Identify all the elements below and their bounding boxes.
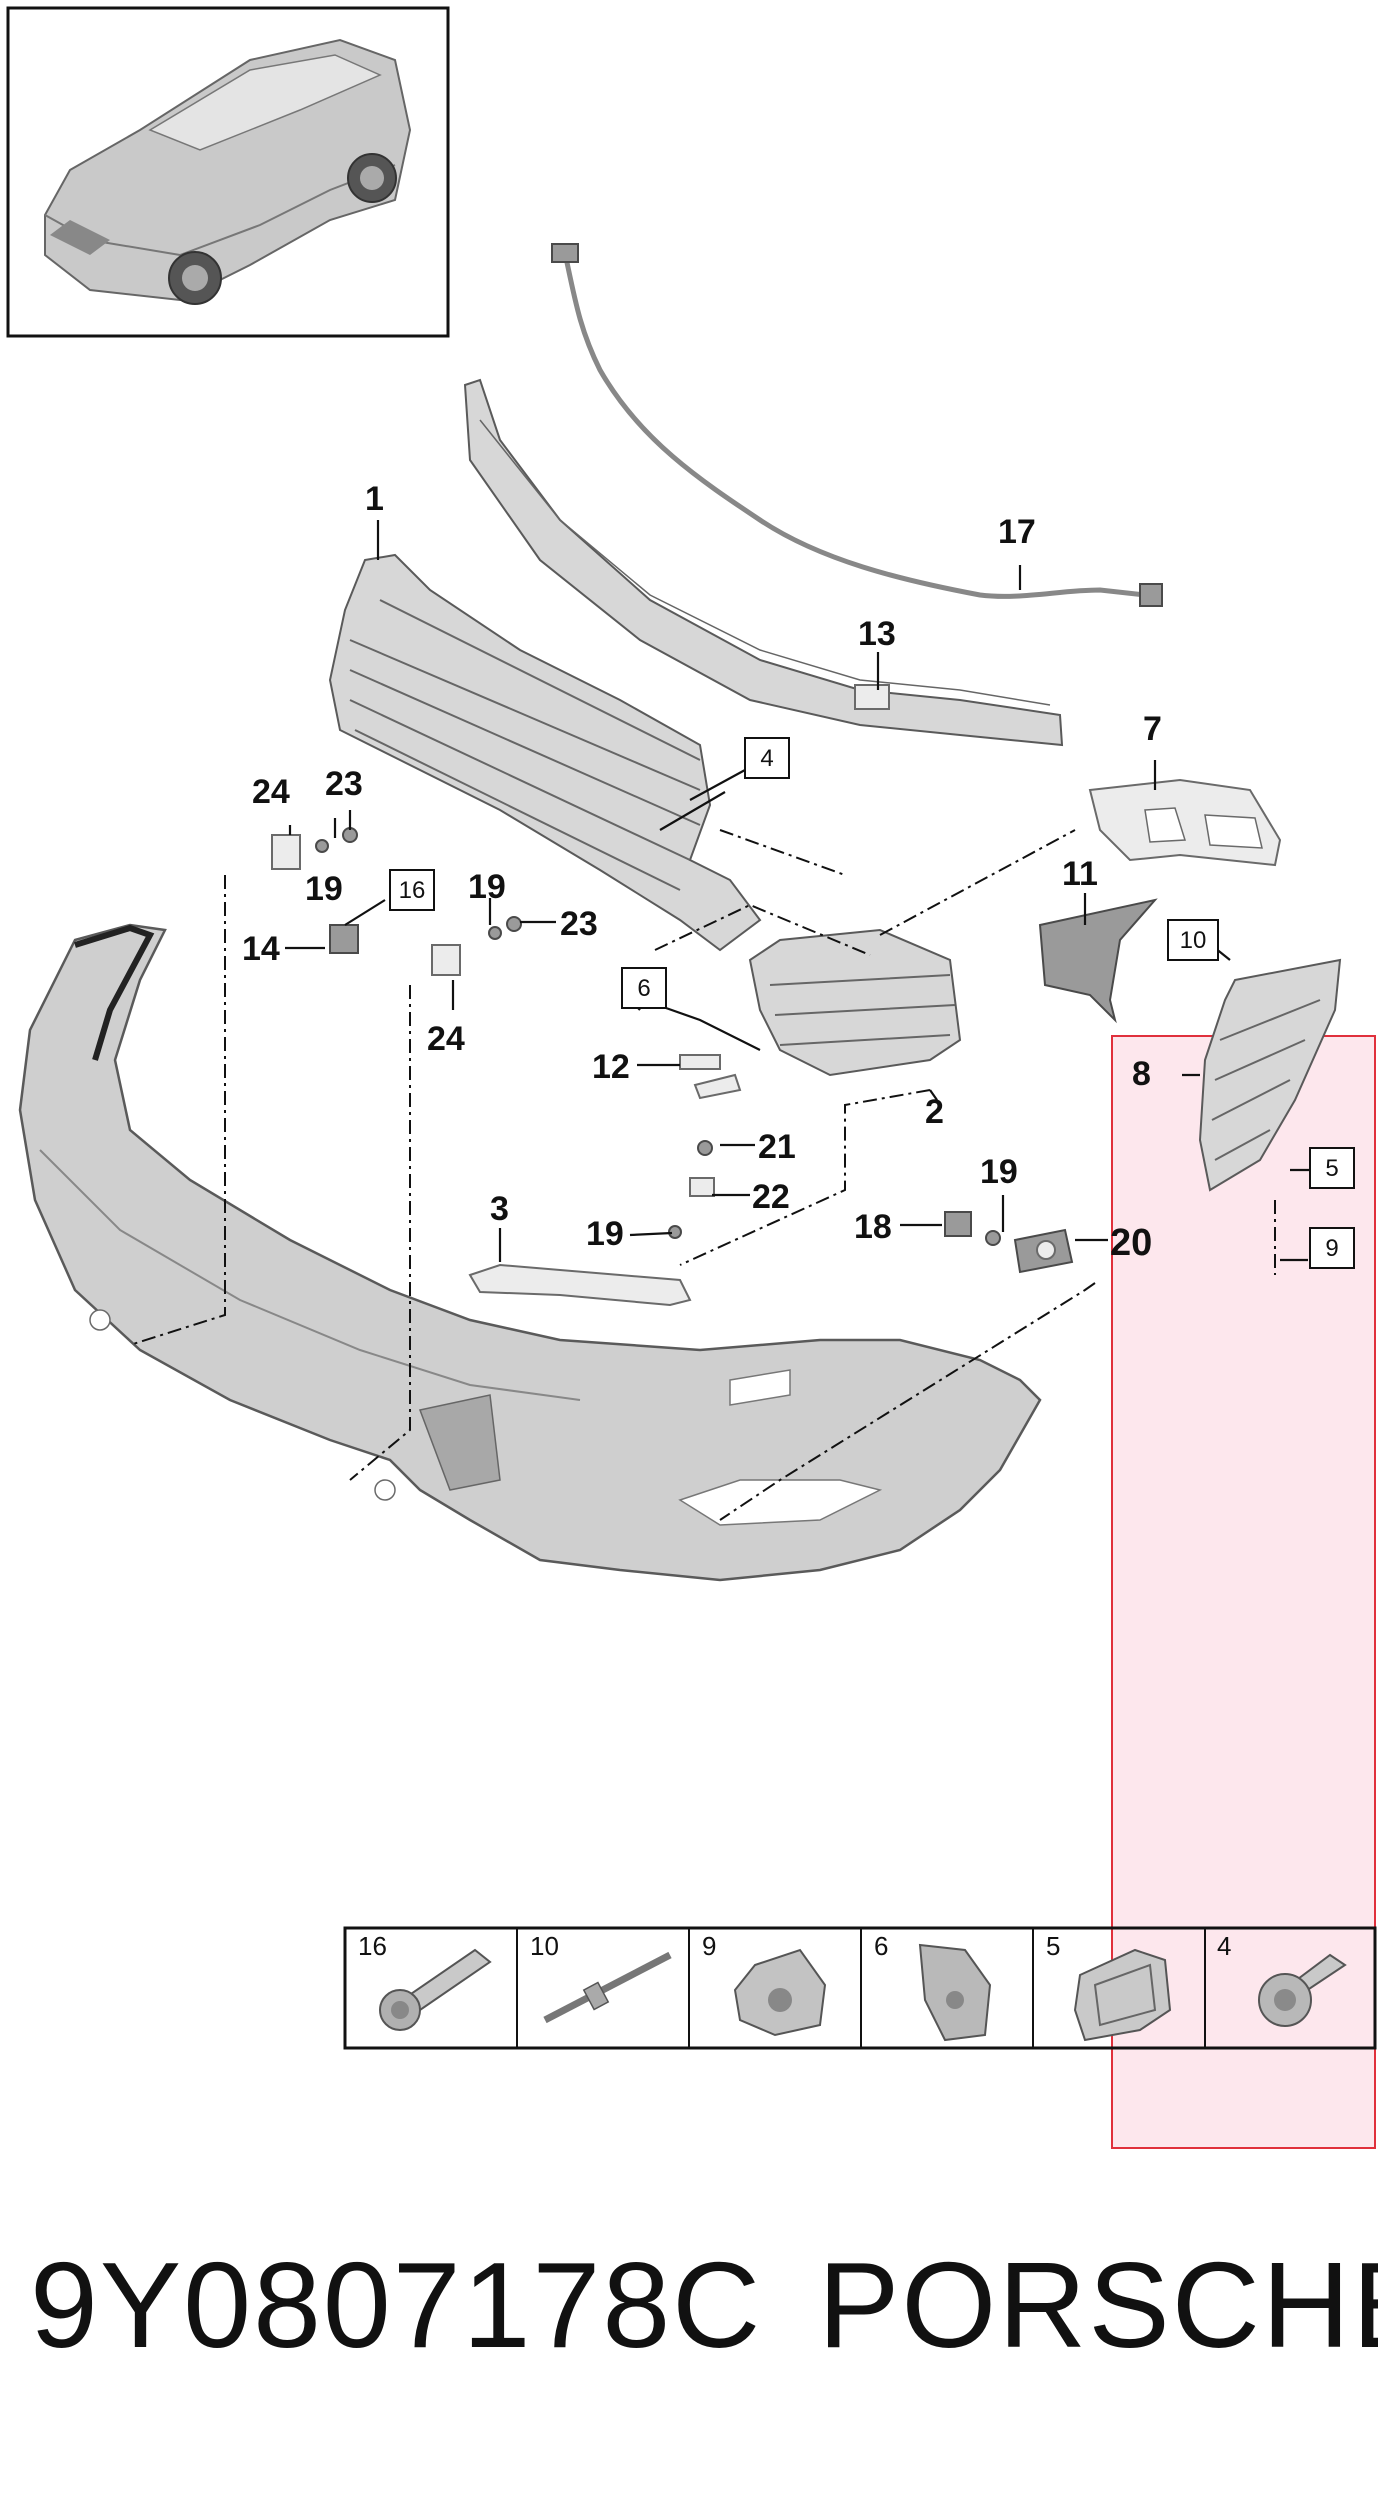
part-19-clip-c: [668, 1225, 682, 1239]
strip-cell-5: 5: [1046, 1931, 1172, 2042]
callouts: 1 2 3 7 8 11 12 13 14 17 18 19 19 19 19 …: [242, 480, 1162, 1264]
svg-text:4: 4: [1217, 1931, 1231, 1961]
bolt-icon: [379, 1948, 492, 2031]
part-13-energy-absorber: [463, 378, 1064, 747]
brand-name: PORSCHE: [818, 2237, 1378, 2373]
callout-18: 18: [854, 1208, 892, 1246]
part-21-screw: [697, 1140, 713, 1156]
part-1-grille-carrier: [328, 553, 762, 952]
callout-19d: 19: [980, 1153, 1018, 1191]
svg-text:9: 9: [1325, 1235, 1338, 1262]
part-19-clip-d: [985, 1230, 1001, 1246]
boxed-callout-9: 9: [1309, 1227, 1355, 1269]
callout-23b: 23: [560, 905, 598, 943]
strip-cell-9: 9: [702, 1931, 827, 2037]
part-8-side-grille: [1198, 958, 1342, 1192]
callout-3: 3: [490, 1190, 509, 1228]
callout-13: 13: [858, 615, 896, 653]
part-19-clip-a: [315, 839, 329, 853]
suv-icon: [44, 38, 412, 305]
part-19-clip-b: [488, 926, 502, 940]
part-18-sensor: [944, 1211, 972, 1237]
svg-text:16: 16: [358, 1931, 387, 1961]
part-22-bracket: [689, 1177, 715, 1197]
strip-cell-6: 6: [874, 1931, 992, 2042]
callout-19b: 19: [468, 868, 506, 906]
callout-12: 12: [592, 1048, 630, 1086]
part-7-fog-trim: [1088, 778, 1282, 867]
footer: 9Y0807178C PORSCHE: [0, 2230, 1378, 2380]
svg-text:10: 10: [530, 1931, 559, 1961]
callout-1: 1: [365, 480, 384, 518]
boxed-callout-4: 4: [689, 737, 790, 801]
svg-text:4: 4: [760, 745, 773, 772]
clip-nut-icon: [733, 1948, 827, 2037]
svg-text:9: 9: [702, 1931, 716, 1961]
part-number: 9Y0807178C: [30, 2237, 763, 2373]
parts-strip: 16 10 9 6: [343, 1926, 1377, 2050]
part-24-bracket-a: [271, 834, 301, 870]
svg-text:5: 5: [1325, 1155, 1338, 1182]
callout-19c: 19: [586, 1215, 624, 1253]
callout-21: 21: [758, 1128, 796, 1166]
part-2-grille-insert: [748, 928, 962, 1077]
svg-text:6: 6: [874, 1931, 888, 1961]
svg-text:10: 10: [1180, 927, 1207, 954]
boxed-callout-5: 5: [1309, 1147, 1355, 1189]
part-23-screw-a: [342, 827, 358, 843]
spring-clip-icon: [1073, 1948, 1172, 2042]
callout-11: 11: [1062, 855, 1098, 893]
part-3-trim-strip: [468, 1263, 692, 1307]
installation-lines: [129, 829, 1276, 1521]
callout-7: 7: [1143, 710, 1162, 748]
svg-text:6: 6: [637, 975, 650, 1002]
strip-cell-10: 10: [530, 1931, 672, 2024]
small-hardware: [271, 827, 1074, 1274]
boxed-callouts: 4 16 6 10 5 9: [389, 737, 1355, 1269]
bracket-plate-icon: [918, 1943, 992, 2042]
boxed-callout-6: 6: [621, 967, 761, 1051]
part-23-screw-b: [506, 916, 522, 932]
svg-text:5: 5: [1046, 1931, 1060, 1961]
part-17-wiring-harness: [551, 243, 1163, 607]
callout-22: 22: [752, 1178, 790, 1216]
flange-screw-icon: [1258, 1953, 1347, 2027]
rivet-pin-icon: [543, 1951, 672, 2024]
callout-8: 8: [1132, 1055, 1151, 1093]
callout-17: 17: [998, 513, 1036, 551]
part-11-side-trim: [1038, 898, 1158, 1024]
callout-19a: 19: [305, 870, 343, 908]
part-12-clip: [679, 1054, 721, 1070]
callout-24b: 24: [427, 1020, 465, 1058]
part-14-sensor-holder: [329, 924, 359, 954]
vehicle-thumbnail: [6, 6, 450, 338]
bumper-cover: [18, 923, 1042, 1582]
callout-23a: 23: [325, 765, 363, 803]
boxed-callout-10: 10: [1167, 919, 1219, 961]
callout-14: 14: [242, 930, 280, 968]
svg-text:16: 16: [399, 877, 426, 904]
strip-cell-16: 16: [358, 1931, 492, 2031]
strip-cell-4: 4: [1217, 1931, 1347, 2027]
callout-24a: 24: [252, 773, 290, 811]
callout-2: 2: [925, 1093, 944, 1131]
callout-20: 20: [1110, 1222, 1152, 1264]
part-24-bracket-b: [431, 944, 461, 976]
boxed-callout-16: 16: [389, 869, 435, 911]
